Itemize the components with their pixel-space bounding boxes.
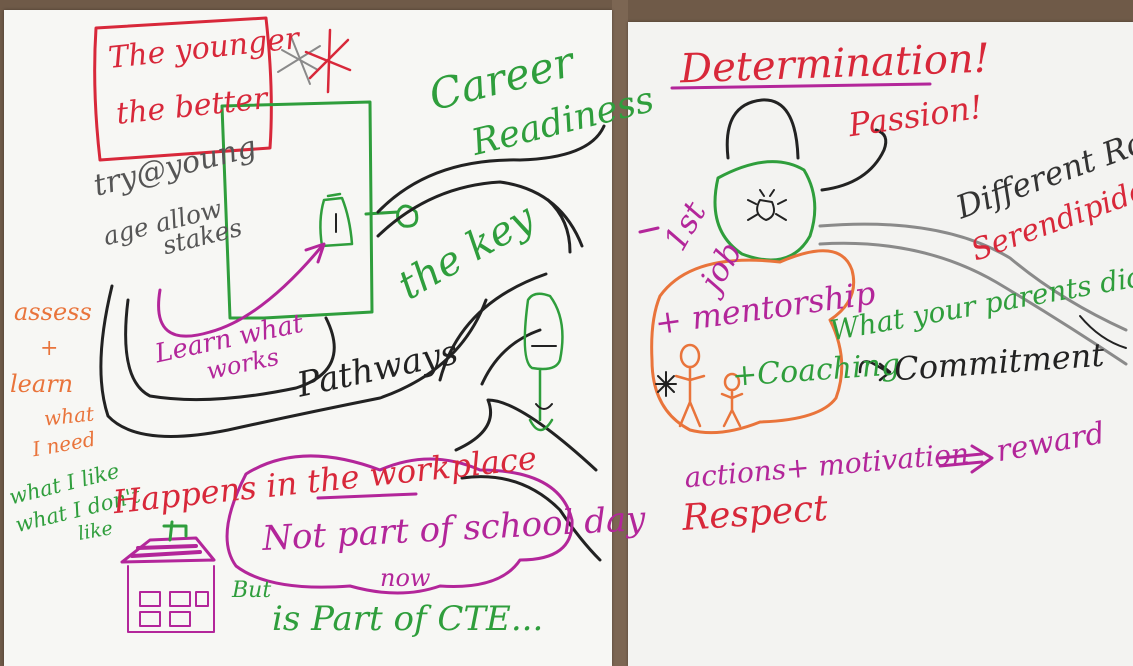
school-flag [162,520,188,542]
road-mid-2 [480,328,542,386]
stick-figure-2 [720,372,744,428]
right-flipchart-sheet [628,22,1133,666]
school-roof-hatch [130,544,202,558]
road-mid-1 [438,272,548,382]
road-up-1 [376,124,606,214]
reward-arrow [938,444,994,474]
magenta-arrowhead [304,242,326,264]
stick-figure-1 [674,343,706,428]
road-outer [99,284,488,438]
sheet-gap [612,0,628,666]
title-box [93,16,273,162]
but-label: But [232,578,272,603]
assess-label: assess [14,298,92,326]
determination-underline [670,82,932,90]
first-job-bar [638,226,660,234]
school-house-body [127,565,215,633]
plus-label: + [40,336,59,361]
not-part-cloud [225,454,574,595]
green-lock [523,292,564,432]
road-inner [124,298,336,402]
now-label: now [380,564,431,592]
asterisk-grey [277,33,321,85]
part-of-cte-label: is Part of CTE... [272,599,544,639]
padlock-bug [747,189,787,221]
green-key [364,204,419,228]
school-house-roof [120,536,216,564]
learn-label: learn [10,370,74,398]
asterisk-black [655,371,677,397]
padlock-shackle [725,98,800,160]
determination-label: Determination! [679,35,991,93]
commitment-arrow [858,360,892,382]
respect-label: Respect [680,487,830,540]
magenta-arrow [157,244,324,338]
green-door-rect [220,100,374,320]
road-down-2 [460,475,602,562]
what-label: what [42,401,96,431]
green-keyhole [319,192,354,248]
road-up-2 [376,180,584,248]
grey-road-1 [818,222,1128,332]
padlock-body [713,160,817,262]
padlock-cable [820,128,888,192]
orange-outline [650,249,856,435]
left-flipchart-sheet [4,10,612,666]
asterisk-red [304,28,352,94]
grey-road-3 [1079,315,1127,349]
road-down-1 [454,398,598,472]
lock-black-lines [531,345,557,410]
workplace-underline [316,492,418,500]
road-up-3 [546,198,572,254]
grey-road-2 [818,241,1128,366]
